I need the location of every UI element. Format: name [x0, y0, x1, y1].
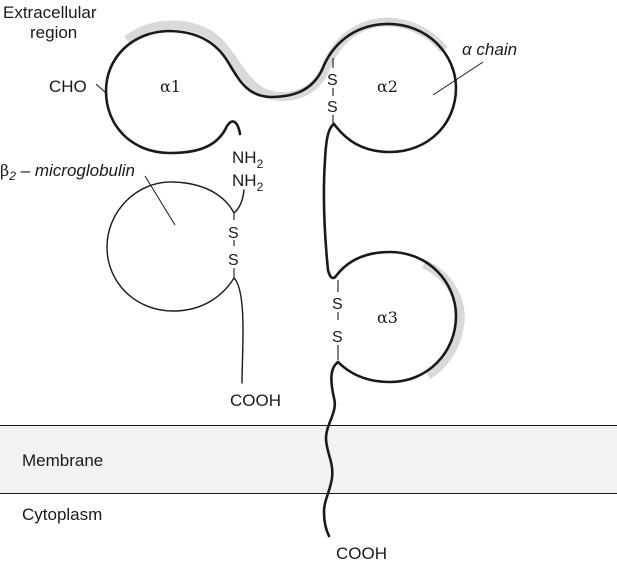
beta2-cooh-label: COOH [230, 391, 281, 410]
alpha1-label: α1 [160, 77, 181, 96]
extracellular-label-line2: region [30, 23, 77, 42]
beta2-sulfur-2: S [228, 252, 239, 269]
beta2-subscript: 2 [8, 169, 16, 183]
alpha3-sulfur-1: S [332, 296, 343, 313]
cho-label: CHO [49, 77, 87, 96]
alpha2-label: α2 [377, 77, 398, 96]
membrane-label: Membrane [22, 451, 103, 470]
alpha-transmembrane-tail [322, 360, 340, 538]
alpha3-label: α3 [377, 308, 398, 327]
alpha2-alpha3-linker [322, 122, 338, 280]
beta2-nh2-label: NH2 [232, 171, 264, 194]
cytoplasm-label: Cytoplasm [22, 505, 102, 524]
alpha-chain-leader [432, 61, 484, 96]
alpha1-domain [104, 29, 324, 155]
beta2-nh2-text: NH [232, 171, 257, 190]
alpha-nh2-text: NH [232, 148, 257, 167]
beta2-name: – microglobulin [16, 161, 135, 180]
alpha2-domain [320, 22, 458, 154]
alpha-chain-label: α chain [462, 40, 517, 59]
beta2-nh2-subscript: 2 [257, 180, 264, 194]
alpha3-domain [334, 250, 458, 384]
alpha2-sulfur-2: S [327, 99, 338, 116]
beta2-sulfur-1: S [228, 225, 239, 242]
alpha-cooh-label: COOH [336, 544, 387, 561]
beta2-microglobulin-label: β2 – microglobulin [0, 161, 135, 183]
alpha-nh2-subscript: 2 [257, 157, 264, 171]
beta2-symbol: β [0, 161, 9, 180]
alpha3-sulfur-2: S [332, 329, 343, 346]
alpha-nh2-label: NH2 [232, 148, 264, 171]
beta2-leader [144, 175, 176, 226]
cho-leader [95, 83, 108, 95]
extracellular-label-line1: Extracellular [3, 3, 97, 22]
alpha2-sulfur-1: S [327, 72, 338, 89]
membrane-band [0, 425, 617, 493]
beta2-cooh-tail [233, 277, 244, 384]
beta2-microglobulin-domain [106, 181, 245, 312]
